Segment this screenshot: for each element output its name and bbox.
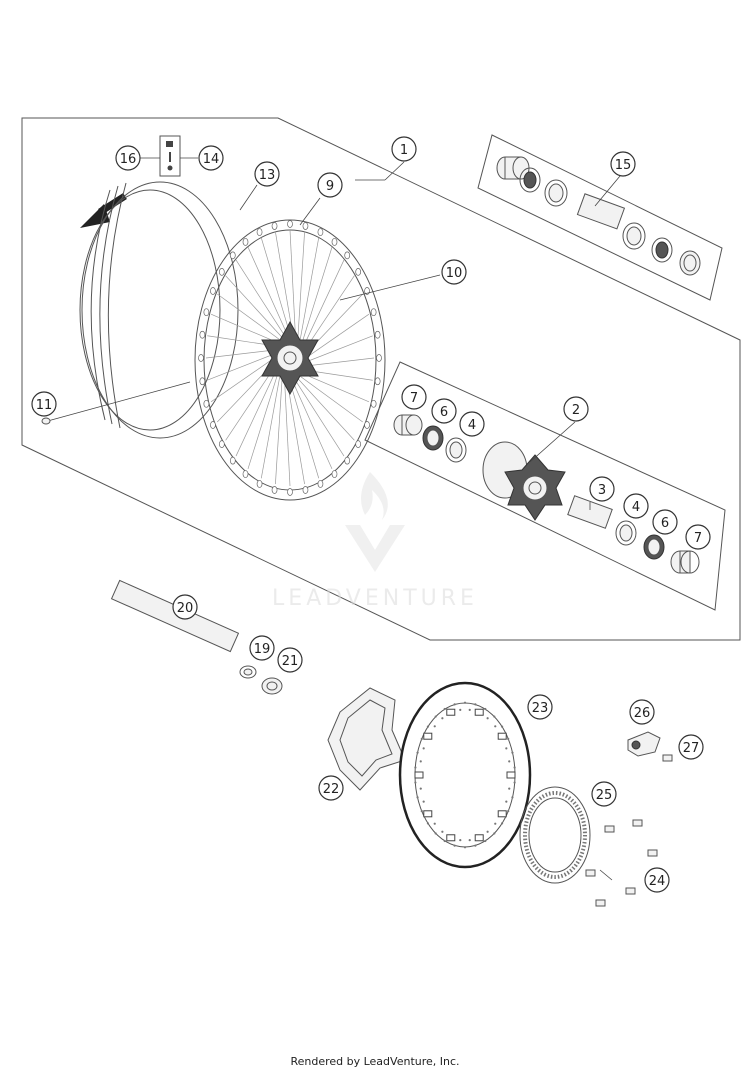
- svg-text:27: 27: [683, 741, 700, 756]
- svg-text:4: 4: [632, 500, 640, 515]
- svg-text:9: 9: [326, 179, 334, 194]
- callout-leaders: [140, 157, 621, 881]
- callout-4b: 4: [623, 493, 649, 519]
- watermark-text: LEADVENTURE: [272, 586, 478, 611]
- abs-sensor-ring: [519, 786, 591, 884]
- wheel-rim: [194, 219, 386, 501]
- callout-25: 25: [591, 781, 617, 807]
- svg-text:6: 6: [440, 405, 448, 420]
- brake-disc: [398, 681, 532, 869]
- callout-22: 22: [318, 775, 344, 801]
- callout-23: 23: [527, 694, 553, 720]
- svg-text:15: 15: [615, 158, 632, 173]
- callout-10: 10: [441, 259, 467, 285]
- callout-14: 14: [198, 145, 224, 171]
- callout-4a: 4: [459, 411, 485, 437]
- svg-text:24: 24: [649, 874, 666, 889]
- svg-text:6: 6: [661, 516, 669, 531]
- svg-text:1: 1: [400, 143, 408, 158]
- svg-text:14: 14: [203, 152, 220, 167]
- callout-7a: 7: [401, 384, 427, 410]
- callout-19: 19: [249, 635, 275, 661]
- svg-text:20: 20: [177, 601, 194, 616]
- leadventure-watermark: LEADVENTURE: [272, 472, 478, 611]
- callout-2: 2: [563, 396, 589, 422]
- svg-text:23: 23: [532, 701, 549, 716]
- callout-1: 1: [391, 136, 417, 162]
- svg-text:22: 22: [323, 782, 340, 797]
- tire-valve: [41, 381, 191, 425]
- svg-text:21: 21: [282, 654, 299, 669]
- callout-21: 21: [277, 647, 303, 673]
- svg-text:2: 2: [572, 403, 580, 418]
- callout-6b: 6: [652, 509, 678, 535]
- valve-cap-icon: [159, 135, 181, 177]
- callout-labels: 1 2 3 4 4 6 6 7 7 9 10 11 13 14 15 16 19…: [31, 136, 711, 893]
- spoke-nipples: [198, 220, 382, 496]
- callout-11: 11: [31, 391, 57, 417]
- callout-13: 13: [254, 161, 280, 187]
- svg-text:16: 16: [120, 152, 137, 167]
- svg-text:26: 26: [634, 706, 651, 721]
- callout-27: 27: [678, 734, 704, 760]
- footer-credit: Rendered by LeadVenture, Inc.: [290, 1055, 460, 1068]
- wheel-speed-sensor: [627, 731, 673, 762]
- bearing-kit-boundary: [477, 134, 723, 301]
- svg-text:11: 11: [36, 398, 53, 413]
- svg-text:10: 10: [446, 266, 463, 281]
- callout-24: 24: [644, 867, 670, 893]
- callout-20: 20: [172, 594, 198, 620]
- callout-7b: 7: [685, 524, 711, 550]
- callout-15: 15: [610, 151, 636, 177]
- callout-26: 26: [629, 699, 655, 725]
- brake-disc-carrier: [327, 687, 406, 791]
- callout-9: 9: [317, 172, 343, 198]
- wheel-assembly-boundary: [21, 117, 741, 641]
- svg-text:13: 13: [259, 168, 276, 183]
- bearing-kit-parts: [496, 156, 701, 276]
- svg-text:3: 3: [598, 483, 606, 498]
- disc-bolts: [585, 819, 658, 907]
- svg-text:25: 25: [596, 788, 613, 803]
- callout-16: 16: [115, 145, 141, 171]
- svg-text:7: 7: [410, 391, 418, 406]
- svg-text:7: 7: [694, 531, 702, 546]
- callout-6a: 6: [431, 398, 457, 424]
- hub-kit-boundary: [364, 361, 726, 611]
- callout-3: 3: [589, 476, 615, 502]
- svg-text:4: 4: [468, 418, 476, 433]
- svg-text:19: 19: [254, 642, 271, 657]
- tire: [79, 181, 239, 439]
- hub-kit-parts: [393, 414, 700, 574]
